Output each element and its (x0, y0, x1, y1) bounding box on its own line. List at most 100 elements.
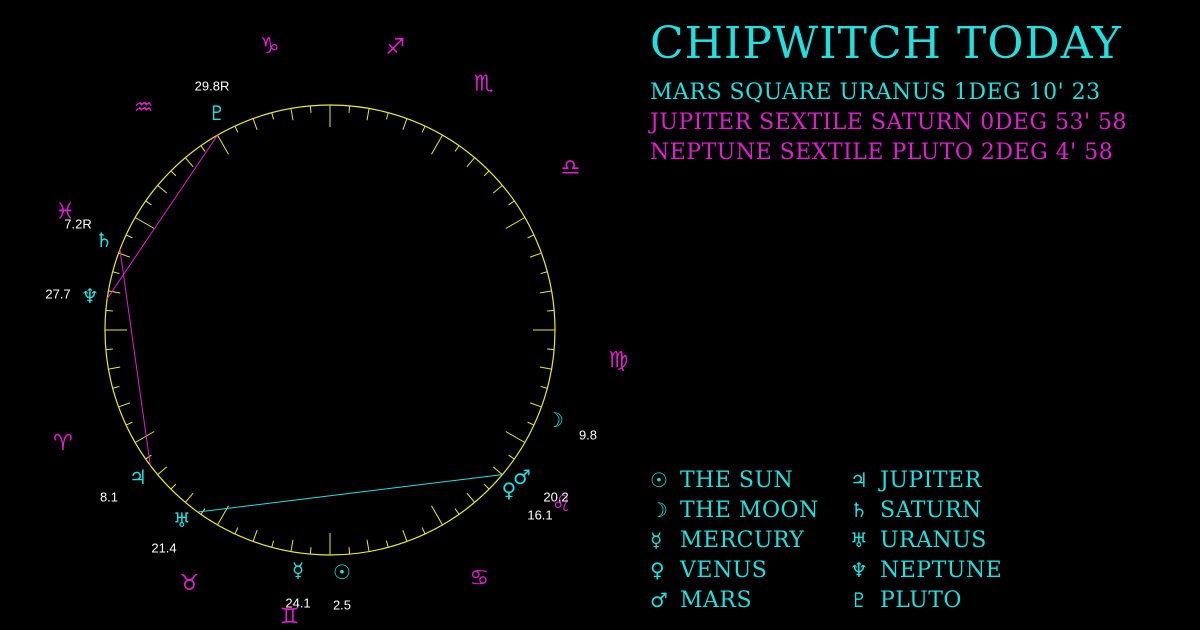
legend-label: MARS (680, 588, 753, 613)
taurus-icon: ♉ (180, 571, 200, 596)
wheel-tick (252, 118, 258, 131)
aspect-text: MARS SQUARE URANUS 1DEG 10' 23 (650, 80, 1101, 105)
wheel-tick (118, 402, 131, 408)
wheel-tick (112, 271, 120, 275)
wheel-tick (527, 421, 535, 426)
wheel-tick (547, 309, 555, 312)
wheel-tick (421, 125, 426, 133)
wheel-tick (184, 492, 194, 503)
moon-icon: ☽ (650, 498, 669, 522)
wheel-tick (508, 200, 515, 206)
pluto-degree-label: 29.8R (195, 79, 230, 94)
wheel-tick (366, 539, 370, 552)
mars-degree-label: 20.2 (543, 490, 568, 505)
libra-icon: ♎ (561, 155, 581, 180)
wheel-tick (170, 483, 177, 490)
wheel-ticks (105, 105, 555, 555)
neptune-degree-label: 27.7 (45, 287, 70, 302)
planet-legend: ☉THE SUN ☽THE MOON ☿MERCURY ♀VENUS ♂MARS… (650, 468, 1030, 618)
venus-icon: ♀ (650, 558, 666, 582)
saturn-icon: ♄ (95, 228, 113, 252)
wheel-tick (108, 366, 121, 370)
wheel-tick (290, 539, 294, 552)
wheel-tick (271, 540, 275, 548)
wheel-tick (529, 252, 542, 258)
legend-item: ☽ THE MOON (650, 498, 819, 523)
legend-label: PLUTO (880, 588, 962, 613)
legend-item: ♇PLUTO (850, 588, 962, 613)
wheel-tick (385, 540, 389, 548)
wheel-tick (105, 348, 113, 351)
wheel-tick (252, 529, 258, 542)
wheel-tick (157, 184, 168, 194)
sun-icon: ☉ (650, 468, 669, 492)
gemini-icon: ♊ (280, 605, 300, 630)
page-title: CHIPWITCH TODAY (650, 18, 1122, 69)
wheel-tick (402, 118, 408, 131)
legend-label: THE SUN (680, 468, 794, 493)
wheel-tick (431, 505, 443, 526)
cancer-icon: ♋ (469, 566, 489, 591)
wheel-tick (234, 125, 239, 133)
sagittarius-icon: ♐ (385, 35, 405, 60)
wheel-tick (145, 200, 152, 206)
wheel-tick (483, 170, 490, 177)
jupiter-icon: ♃ (850, 468, 869, 492)
wheel-tick (492, 184, 503, 194)
legend-label: NEPTUNE (880, 558, 1003, 583)
sun-icon: ☉ (333, 560, 351, 584)
jupiter-degree-label: 8.1 (100, 490, 118, 505)
pluto-icon: ♇ (208, 101, 226, 125)
wheel-tick (540, 271, 548, 275)
aspect-line (197, 474, 503, 513)
wheel-tick (527, 234, 535, 239)
neptune-icon: ♆ (850, 558, 869, 582)
saturn-icon: ♄ (850, 498, 869, 522)
mercury-degree-label: 24.1 (285, 596, 310, 611)
wheel-tick (539, 290, 552, 294)
planet-markers: ♇29.8R♄7.2R♆27.7♃8.1♅21.4☿24.1☉2.5☽9.8♂2… (45, 79, 597, 613)
sun-degree-label: 2.5 (333, 598, 351, 613)
mercury-icon: ☿ (650, 528, 663, 552)
wheel-tick (108, 290, 121, 294)
wheel-tick (234, 527, 239, 535)
moon-degree-label: 9.8 (579, 428, 597, 443)
aries-icon: ♈ (53, 431, 73, 456)
wheel-tick (454, 145, 460, 152)
wheel-tick (134, 431, 155, 443)
venus-icon: ♀ (502, 478, 517, 502)
wheel-tick (112, 385, 120, 389)
moon-icon: ☽ (546, 408, 564, 432)
uranus-icon: ♅ (173, 508, 191, 532)
astrology-chart-wheel: ♑♐♏♎♍♌♋♊♉♈♓♒ ♇29.8R♄7.2R♆27.7♃8.1♅21.4☿2… (45, 34, 628, 630)
wheel-tick (157, 466, 168, 476)
wheel-tick (105, 309, 113, 312)
wheel-tick (505, 217, 526, 229)
legend-label: VENUS (680, 558, 768, 583)
legend-item: ♀ VENUS (650, 558, 767, 583)
mars-icon: ♂ (513, 465, 531, 489)
wheel-tick (505, 431, 526, 443)
wheel-tick (540, 385, 548, 389)
wheel-tick (309, 105, 312, 113)
wheel-tick (508, 454, 515, 460)
wheel-tick (134, 217, 155, 229)
wheel-tick (348, 547, 351, 555)
wheel-tick (431, 134, 443, 155)
wheel-tick (466, 492, 476, 503)
wheel-tick (366, 108, 370, 121)
legend-label: THE MOON (680, 498, 819, 523)
wheel-tick (125, 421, 133, 426)
legend-item: ♃ JUPITER (850, 468, 982, 493)
virgo-icon: ♍ (609, 348, 629, 373)
aspect-line (106, 134, 218, 299)
wheel-tick (402, 529, 408, 542)
venus-degree-label: 16.1 (527, 508, 552, 523)
leo-icon: ♌ (552, 492, 572, 517)
legend-label: SATURN (880, 498, 982, 523)
wheel-tick (217, 134, 229, 155)
legend-label: JUPITER (880, 468, 982, 493)
saturn-degree-label: 7.2R (64, 217, 91, 232)
zodiac-signs: ♑♐♏♎♍♌♋♊♉♈♓♒ (53, 34, 628, 630)
legend-label: MERCURY (680, 528, 805, 553)
